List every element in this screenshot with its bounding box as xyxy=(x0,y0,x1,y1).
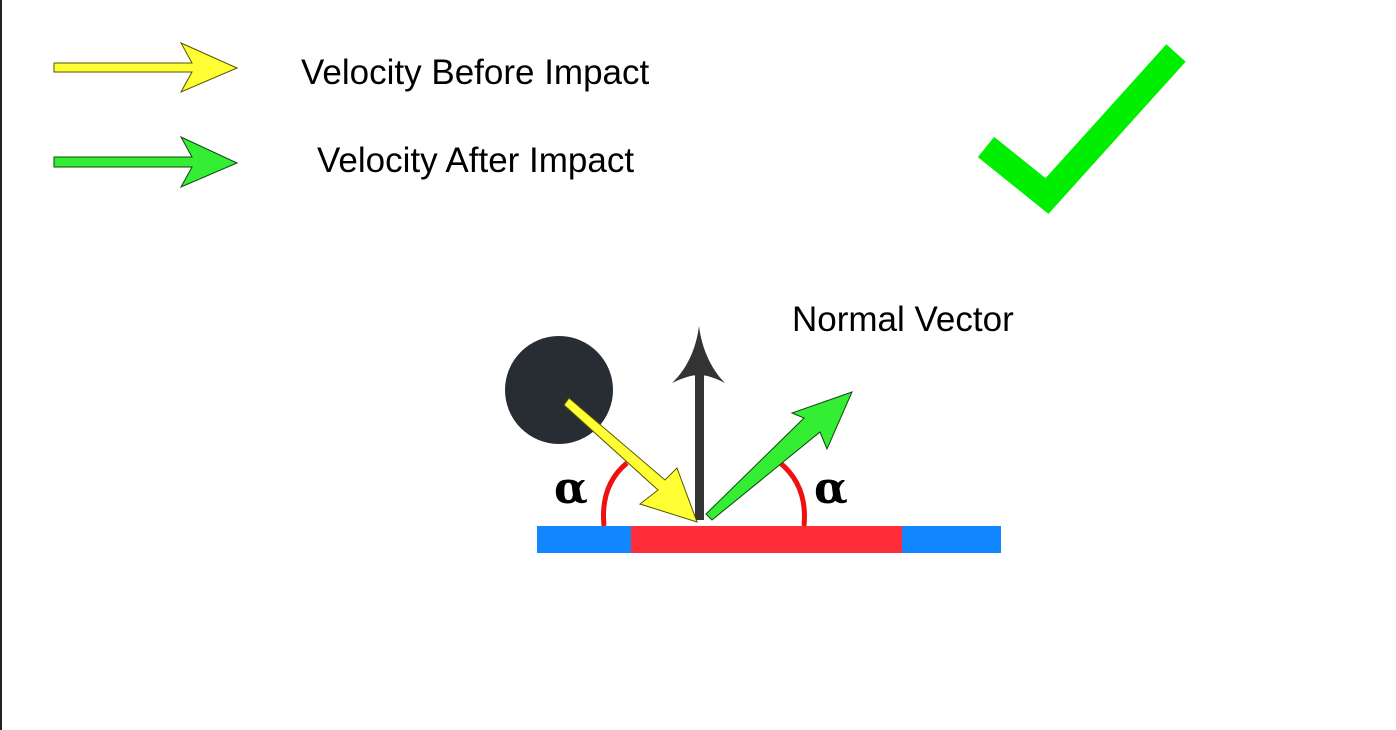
yellow-arrow-icon xyxy=(53,41,239,94)
velocity-before-arrow xyxy=(563,397,698,523)
angle-arc-left xyxy=(600,461,629,527)
surface-left-segment xyxy=(537,526,632,553)
normal-vector-label: Normal Vector xyxy=(792,300,1014,339)
legend-item-before: Velocity Before Impact xyxy=(53,41,649,94)
impact-zone xyxy=(631,526,903,553)
angle-label-left: α xyxy=(554,463,588,514)
angle-arc-right xyxy=(777,460,807,527)
legend-label-after: Velocity After Impact xyxy=(317,141,634,180)
normal-vector-arrow xyxy=(672,326,725,520)
surface xyxy=(537,526,1001,553)
legend-item-after: Velocity After Impact xyxy=(53,135,634,189)
angle-label-right: α xyxy=(814,463,848,514)
surface-right-segment xyxy=(902,526,1001,553)
green-arrow-icon xyxy=(53,135,239,189)
velocity-after-arrow xyxy=(705,391,853,521)
legend-label-before: Velocity Before Impact xyxy=(301,53,649,92)
check-mark-icon xyxy=(977,44,1186,214)
